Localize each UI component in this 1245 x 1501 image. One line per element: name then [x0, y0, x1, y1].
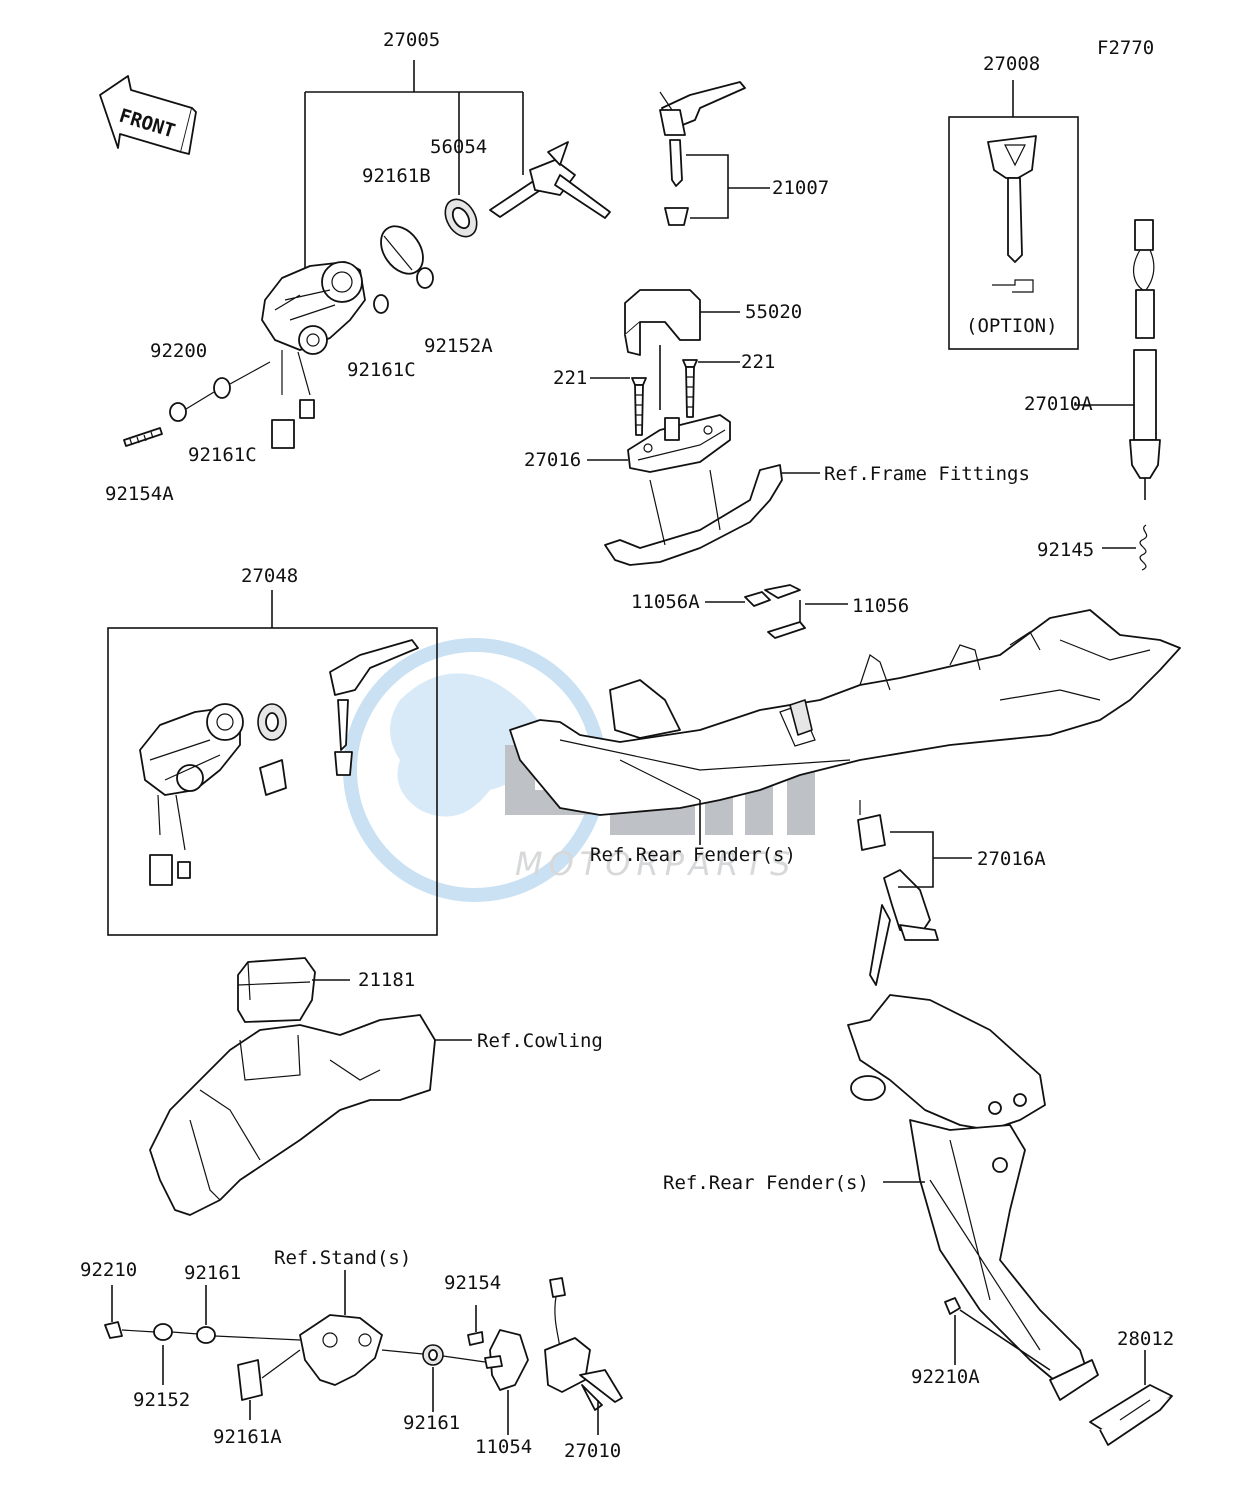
- watermark-text: MOTORPARTS: [515, 845, 796, 883]
- callout-label: Ref.Stand(s): [274, 1247, 411, 1269]
- key-set: [659, 81, 770, 226]
- callout-label: 221: [553, 367, 587, 389]
- cover-and-bracket: [587, 289, 820, 566]
- callout-label: 92161B: [362, 165, 431, 187]
- callout-label: 27016: [524, 449, 581, 471]
- ignition-switch-assembly: [123, 60, 611, 449]
- callout-label: 92161: [184, 1262, 241, 1284]
- callout-label: 27008: [983, 53, 1040, 75]
- callout-label: 27048: [241, 565, 298, 587]
- callout-label: 92152A: [424, 335, 493, 357]
- rear-fender-center: [509, 609, 1181, 845]
- stand-switch-assembly: [104, 1270, 623, 1435]
- callout-label: 28012: [1117, 1328, 1174, 1350]
- callout-label: 56054: [430, 136, 487, 158]
- callout-label: 92161: [403, 1412, 460, 1434]
- callout-label: 11054: [475, 1436, 532, 1458]
- callout-label: Ref.Rear Fender(s): [663, 1172, 869, 1194]
- callout-label: 92152: [133, 1389, 190, 1411]
- callout-label: 55020: [745, 301, 802, 323]
- callout-label: 27005: [383, 29, 440, 51]
- clip-set: [705, 584, 848, 639]
- callout-labels: 27005 56054 92161B 92152A 92161C 92200 92161C 9…: [80, 29, 1174, 1462]
- callout-label: 21007: [772, 177, 829, 199]
- option-label: (OPTION): [966, 315, 1058, 337]
- callout-label: Ref.Cowling: [477, 1030, 603, 1052]
- callout-label: 92154: [444, 1272, 501, 1294]
- callout-label: 11056A: [631, 591, 700, 613]
- module-and-cowling: [149, 957, 472, 1216]
- callout-label: 27010A: [1024, 393, 1093, 415]
- front-direction-arrow: FRONT: [99, 75, 197, 155]
- callout-label: 92161C: [347, 359, 416, 381]
- callout-label: Ref.Frame Fittings: [824, 463, 1030, 485]
- callout-label: 92161C: [188, 444, 257, 466]
- option-key-box: [948, 80, 1079, 350]
- callout-label: 92210: [80, 1259, 137, 1281]
- key-set-a: [857, 800, 972, 986]
- callout-label: 27016A: [977, 848, 1046, 870]
- side-switch-a: [1074, 219, 1161, 571]
- callout-label: 92161A: [213, 1426, 282, 1448]
- callout-label: Ref.Rear Fender(s): [590, 844, 796, 866]
- callout-label: 92200: [150, 340, 207, 362]
- callout-label: 11056: [852, 595, 909, 617]
- callout-label: 27010: [564, 1440, 621, 1462]
- lock-set-box: [107, 590, 438, 936]
- figure-code: F2770: [1097, 37, 1154, 59]
- rear-fender-right: [847, 994, 1173, 1446]
- callout-label: 92145: [1037, 539, 1094, 561]
- callout-label: 92154A: [105, 483, 174, 505]
- callout-label: 221: [741, 351, 775, 373]
- callout-label: 92210A: [911, 1366, 980, 1388]
- callout-label: 21181: [358, 969, 415, 991]
